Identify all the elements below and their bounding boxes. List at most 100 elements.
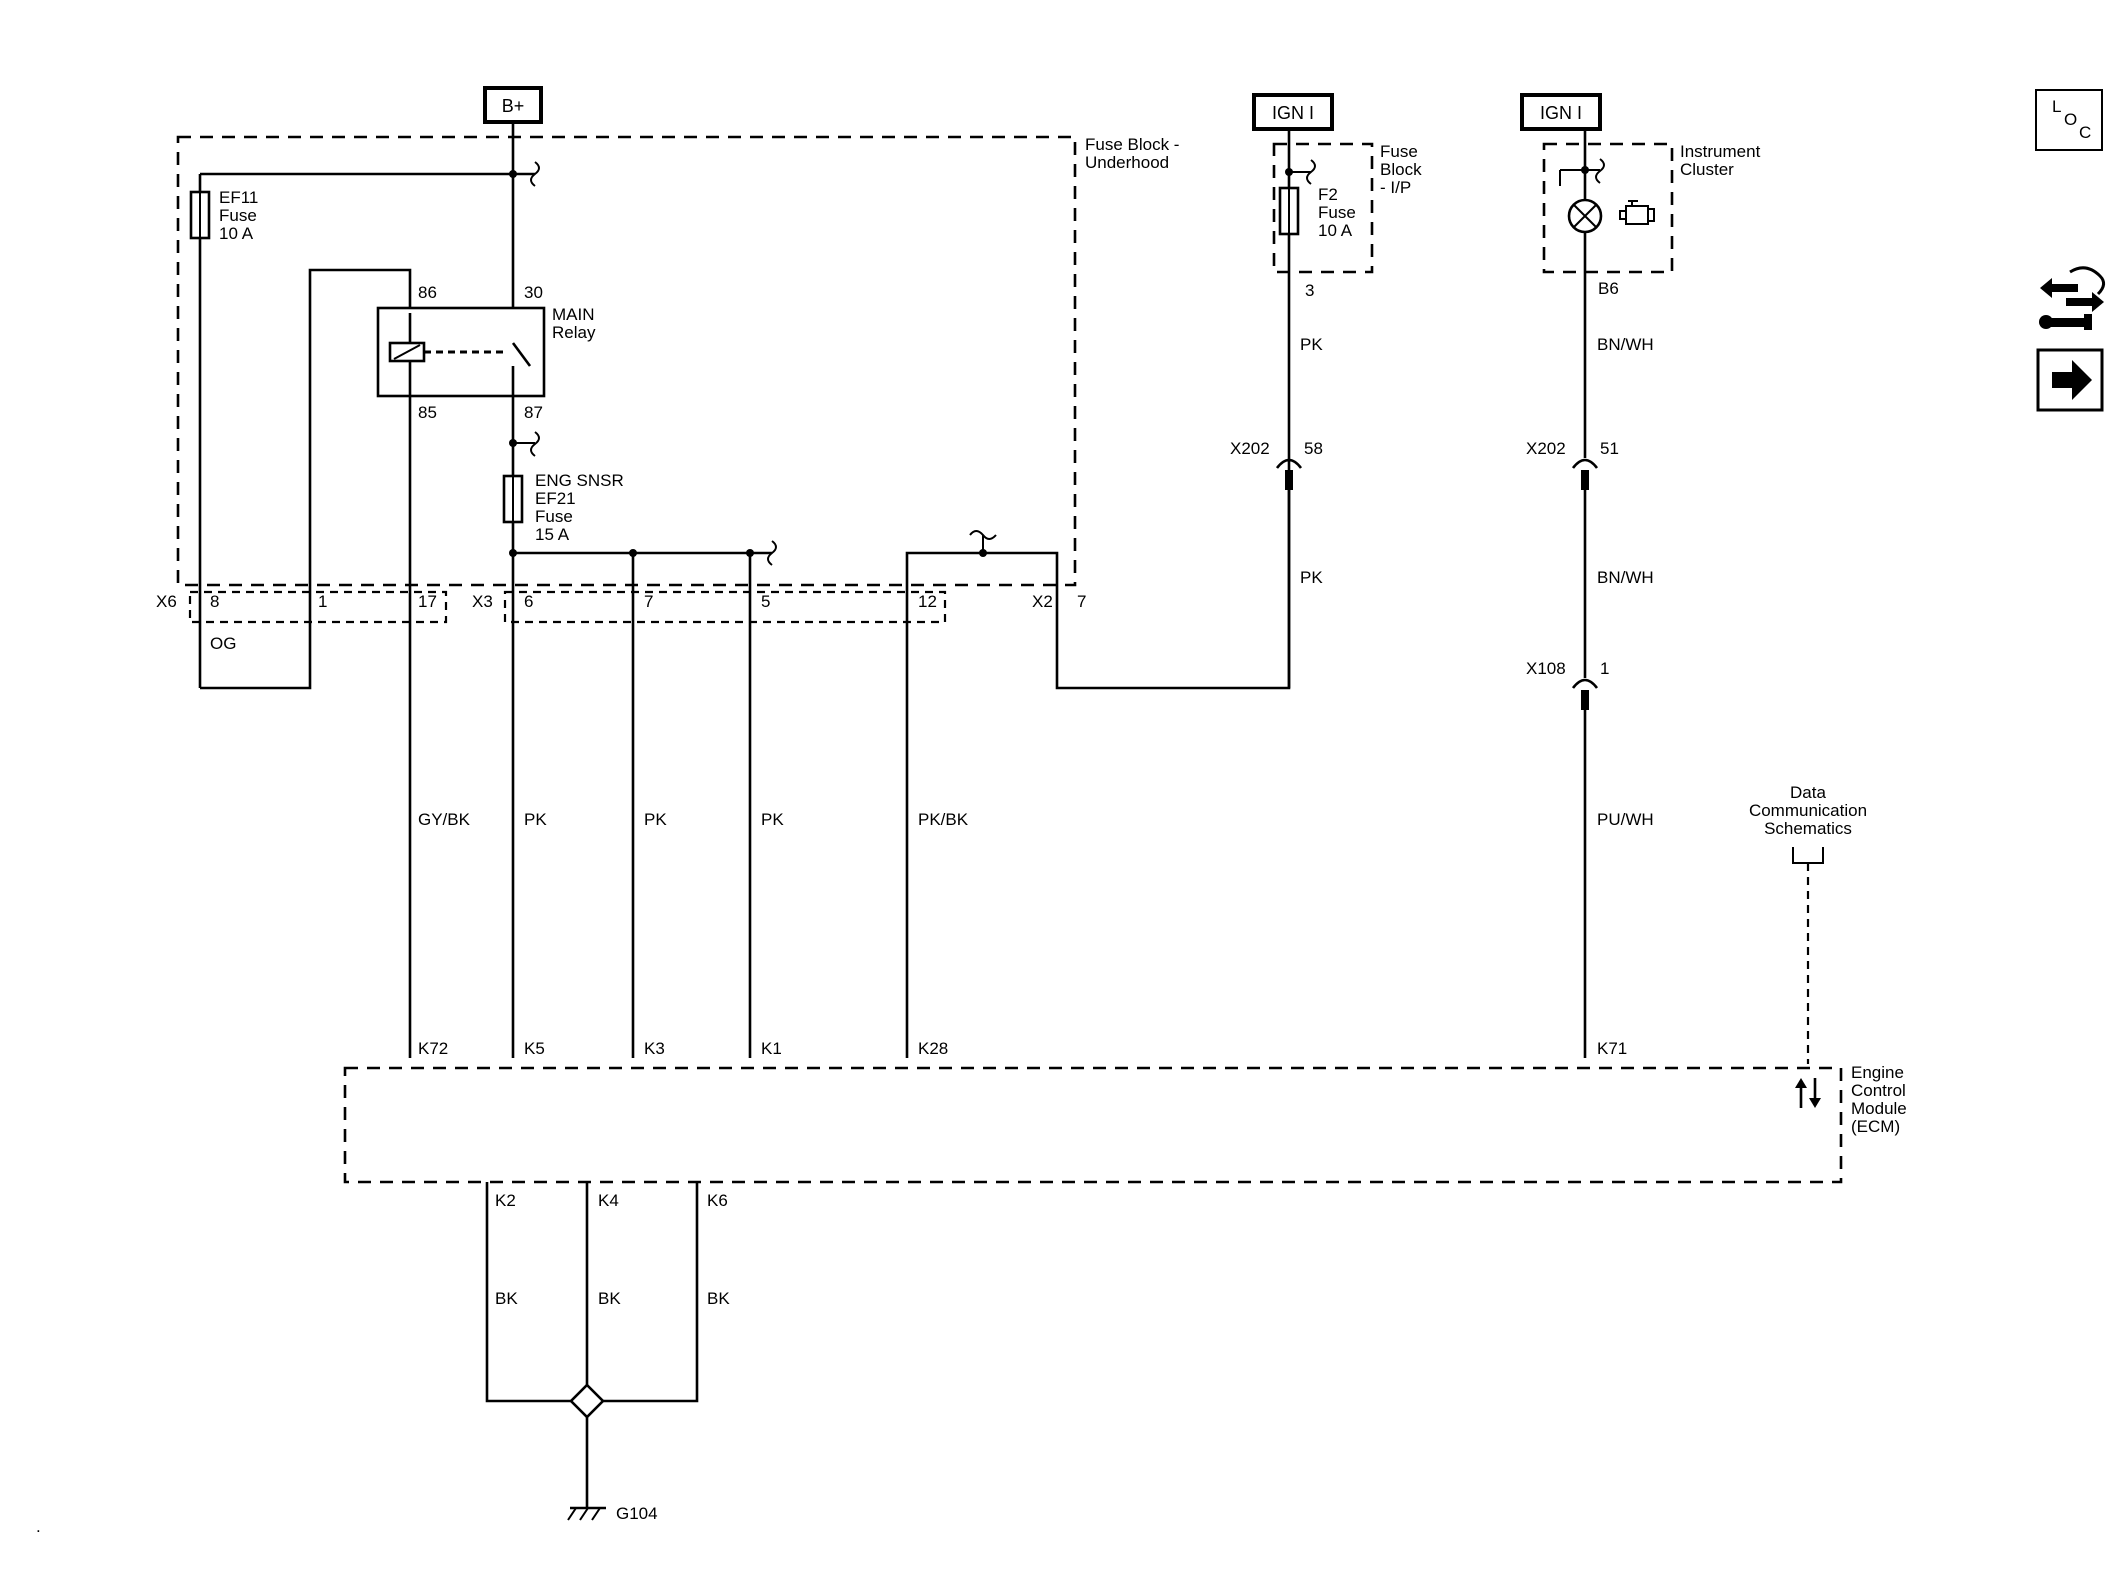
ecm-pin-k2: K2 [495, 1191, 516, 1210]
loc-button[interactable]: L O C [2035, 89, 2103, 151]
wire-color-pk-3: PK [761, 810, 784, 829]
x6-pin-8: 8 [210, 592, 219, 611]
x3-pin-5: 5 [761, 592, 770, 611]
fuse-block-underhood-label-2: Underhood [1085, 153, 1169, 172]
check-engine-icon [1619, 200, 1655, 225]
fuse-ef21: ENG SNSR EF21 Fuse 15 A [502, 471, 624, 544]
x3-pin-7: 7 [644, 592, 653, 611]
x108-name: X108 [1526, 659, 1566, 678]
x202-right-pin: 51 [1600, 439, 1619, 458]
ecm-pin-k28: K28 [918, 1039, 948, 1058]
ecm-label-2: Control [1851, 1081, 1906, 1100]
loc-l: L [2052, 97, 2061, 116]
x6-pin-17: 17 [418, 592, 437, 611]
instrument-cluster-pin: B6 [1598, 279, 1619, 298]
ecm-pin-k6: K6 [707, 1191, 728, 1210]
wire-color-bk-3: BK [707, 1289, 730, 1308]
relay-pin-85: 85 [418, 403, 437, 422]
data-communication-reference: Data Communication Schematics [1749, 783, 1867, 1064]
connector-x6-x3: X6 8 1 17 X3 6 7 5 12 X2 7 [156, 590, 1086, 624]
ecm-label-3: Module [1851, 1099, 1907, 1118]
battery-label: B+ [502, 96, 525, 116]
relay-label-2: Relay [552, 323, 596, 342]
wire-color-gybk: GY/BK [418, 810, 471, 829]
ecm-pin-k71: K71 [1597, 1039, 1627, 1058]
ecm-pin-k3: K3 [644, 1039, 665, 1058]
ign-source-fuse-block: IGN I [1252, 93, 1334, 131]
wire-color-pk-1: PK [524, 810, 547, 829]
fuse-ef11-label-3: 10 A [219, 224, 254, 243]
wire-color-pk-ip-lower: PK [1300, 568, 1323, 587]
ign-source-cluster: IGN I [1520, 93, 1602, 131]
fuse-ef11-label-1: EF11 [219, 188, 258, 207]
data-comm-label-3: Schematics [1764, 819, 1852, 838]
ecm-pin-k72: K72 [418, 1039, 448, 1058]
loc-o: O [2064, 110, 2077, 129]
fuse-ef21-label-1: ENG SNSR [535, 471, 624, 490]
wire-color-og: OG [210, 634, 236, 653]
ground-splice [569, 1383, 605, 1419]
fuse-ef11-label-2: Fuse [219, 206, 257, 225]
connector-x202-left: X202 58 [1230, 439, 1323, 490]
fuse-block-underhood-label-1: Fuse Block - [1085, 135, 1179, 154]
fuse-f2-label-3: 10 A [1318, 221, 1353, 240]
x108-pin: 1 [1600, 659, 1609, 678]
wire-color-bnwh-lower: BN/WH [1597, 568, 1654, 587]
wire-color-pk-ip-upper: PK [1300, 335, 1323, 354]
ecm-pin-k4: K4 [598, 1191, 619, 1210]
data-comm-label-1: Data [1790, 783, 1826, 802]
relay-pin-30: 30 [524, 283, 543, 302]
x6-pin-1: 1 [318, 592, 327, 611]
bidirectional-arrow-icon [1795, 1078, 1821, 1108]
fuse-ef21-label-4: 15 A [535, 525, 570, 544]
engine-control-module: Engine Control Module (ECM) K72 K5 K3 K1… [343, 1039, 1907, 1210]
x2-name: X2 [1032, 592, 1053, 611]
ecm-pin-k5: K5 [524, 1039, 545, 1058]
ecm-label-1: Engine [1851, 1063, 1904, 1082]
x2-pin-7: 7 [1077, 592, 1086, 611]
loc-c: C [2079, 123, 2091, 142]
wire-color-pkbk: PK/BK [918, 810, 969, 829]
fuse-block-ip-pin-3: 3 [1305, 281, 1314, 300]
main-relay: MAIN Relay 86 85 30 87 [376, 283, 596, 422]
relay-pin-86: 86 [418, 283, 437, 302]
connector-x202-right: X202 51 [1526, 439, 1619, 490]
ecm-pin-k1: K1 [761, 1039, 782, 1058]
fuse-ef21-label-2: EF21 [535, 489, 576, 508]
x202-left-name: X202 [1230, 439, 1270, 458]
fuse-f2-label-1: F2 [1318, 185, 1338, 204]
fuse-f2-label-2: Fuse [1318, 203, 1356, 222]
fuse-ef11: EF11 Fuse 10 A [189, 188, 258, 243]
fuse-block-ip: Fuse Block - I/P F2 Fuse 10 A 3 [1272, 142, 1422, 300]
fuse-block-ip-label-1: Fuse [1380, 142, 1418, 161]
battery-source: B+ [483, 86, 543, 124]
wire-color-bk-1: BK [495, 1289, 518, 1308]
instrument-cluster: Instrument Cluster B6 [1542, 142, 1761, 298]
x3-pin-12: 12 [918, 592, 937, 611]
right-arrow-icon [2052, 360, 2092, 400]
ign-label-1: IGN I [1272, 103, 1314, 123]
x3-name: X3 [472, 592, 493, 611]
instrument-cluster-label-2: Cluster [1680, 160, 1734, 179]
x3-pin-6: 6 [524, 592, 533, 611]
wire-color-bk-2: BK [598, 1289, 621, 1308]
x6-name: X6 [156, 592, 177, 611]
ign-label-2: IGN I [1540, 103, 1582, 123]
ecm-label-4: (ECM) [1851, 1117, 1900, 1136]
ground-symbol-icon [567, 1506, 606, 1521]
right-arrow-button[interactable] [2036, 348, 2104, 412]
instrument-cluster-label-1: Instrument [1680, 142, 1761, 161]
wire-color-bnwh-upper: BN/WH [1597, 335, 1654, 354]
fuse-ef21-label-3: Fuse [535, 507, 573, 526]
x202-right-name: X202 [1526, 439, 1566, 458]
data-comm-label-2: Communication [1749, 801, 1867, 820]
service-navigation-icon[interactable] [2039, 266, 2105, 330]
stray-mark: . [36, 1517, 41, 1536]
wire-color-pk-2: PK [644, 810, 667, 829]
fuse-block-underhood: Fuse Block - Underhood [176, 135, 1179, 587]
fuse-block-ip-label-3: - I/P [1380, 178, 1411, 197]
ground-label: G104 [616, 1504, 658, 1523]
relay-label-1: MAIN [552, 305, 595, 324]
fuse-block-ip-label-2: Block [1380, 160, 1422, 179]
